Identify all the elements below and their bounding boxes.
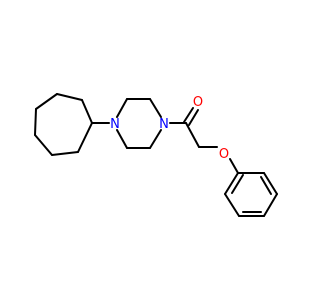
bond (149, 129, 162, 149)
atom-label-n2: N (159, 117, 169, 132)
bond (81, 99, 93, 124)
bond (224, 172, 239, 195)
bond (263, 193, 278, 217)
atom-label-o-ether: O (219, 147, 229, 162)
atom-label-n1: N (110, 117, 120, 132)
bond (35, 93, 58, 110)
bond (56, 93, 83, 101)
piperazine-ring (116, 98, 162, 149)
bond (224, 193, 240, 217)
bond (51, 151, 79, 156)
bond (34, 108, 37, 136)
bond (188, 109, 199, 126)
phenyl-ring (224, 172, 278, 217)
bond (260, 176, 272, 195)
cycloheptyl-ring (34, 93, 93, 156)
bond (116, 98, 128, 118)
bond (231, 174, 244, 194)
molecule-diagram: N N O O (34, 93, 278, 217)
bond (183, 107, 194, 123)
atom-label-o-carbonyl: O (193, 95, 203, 110)
bond (229, 158, 239, 174)
bond (34, 134, 53, 156)
bond (185, 122, 200, 148)
bond (149, 98, 162, 118)
bond (77, 122, 93, 153)
atom-labels: N N O O (110, 95, 229, 162)
bond (116, 129, 128, 149)
bond (263, 172, 278, 195)
